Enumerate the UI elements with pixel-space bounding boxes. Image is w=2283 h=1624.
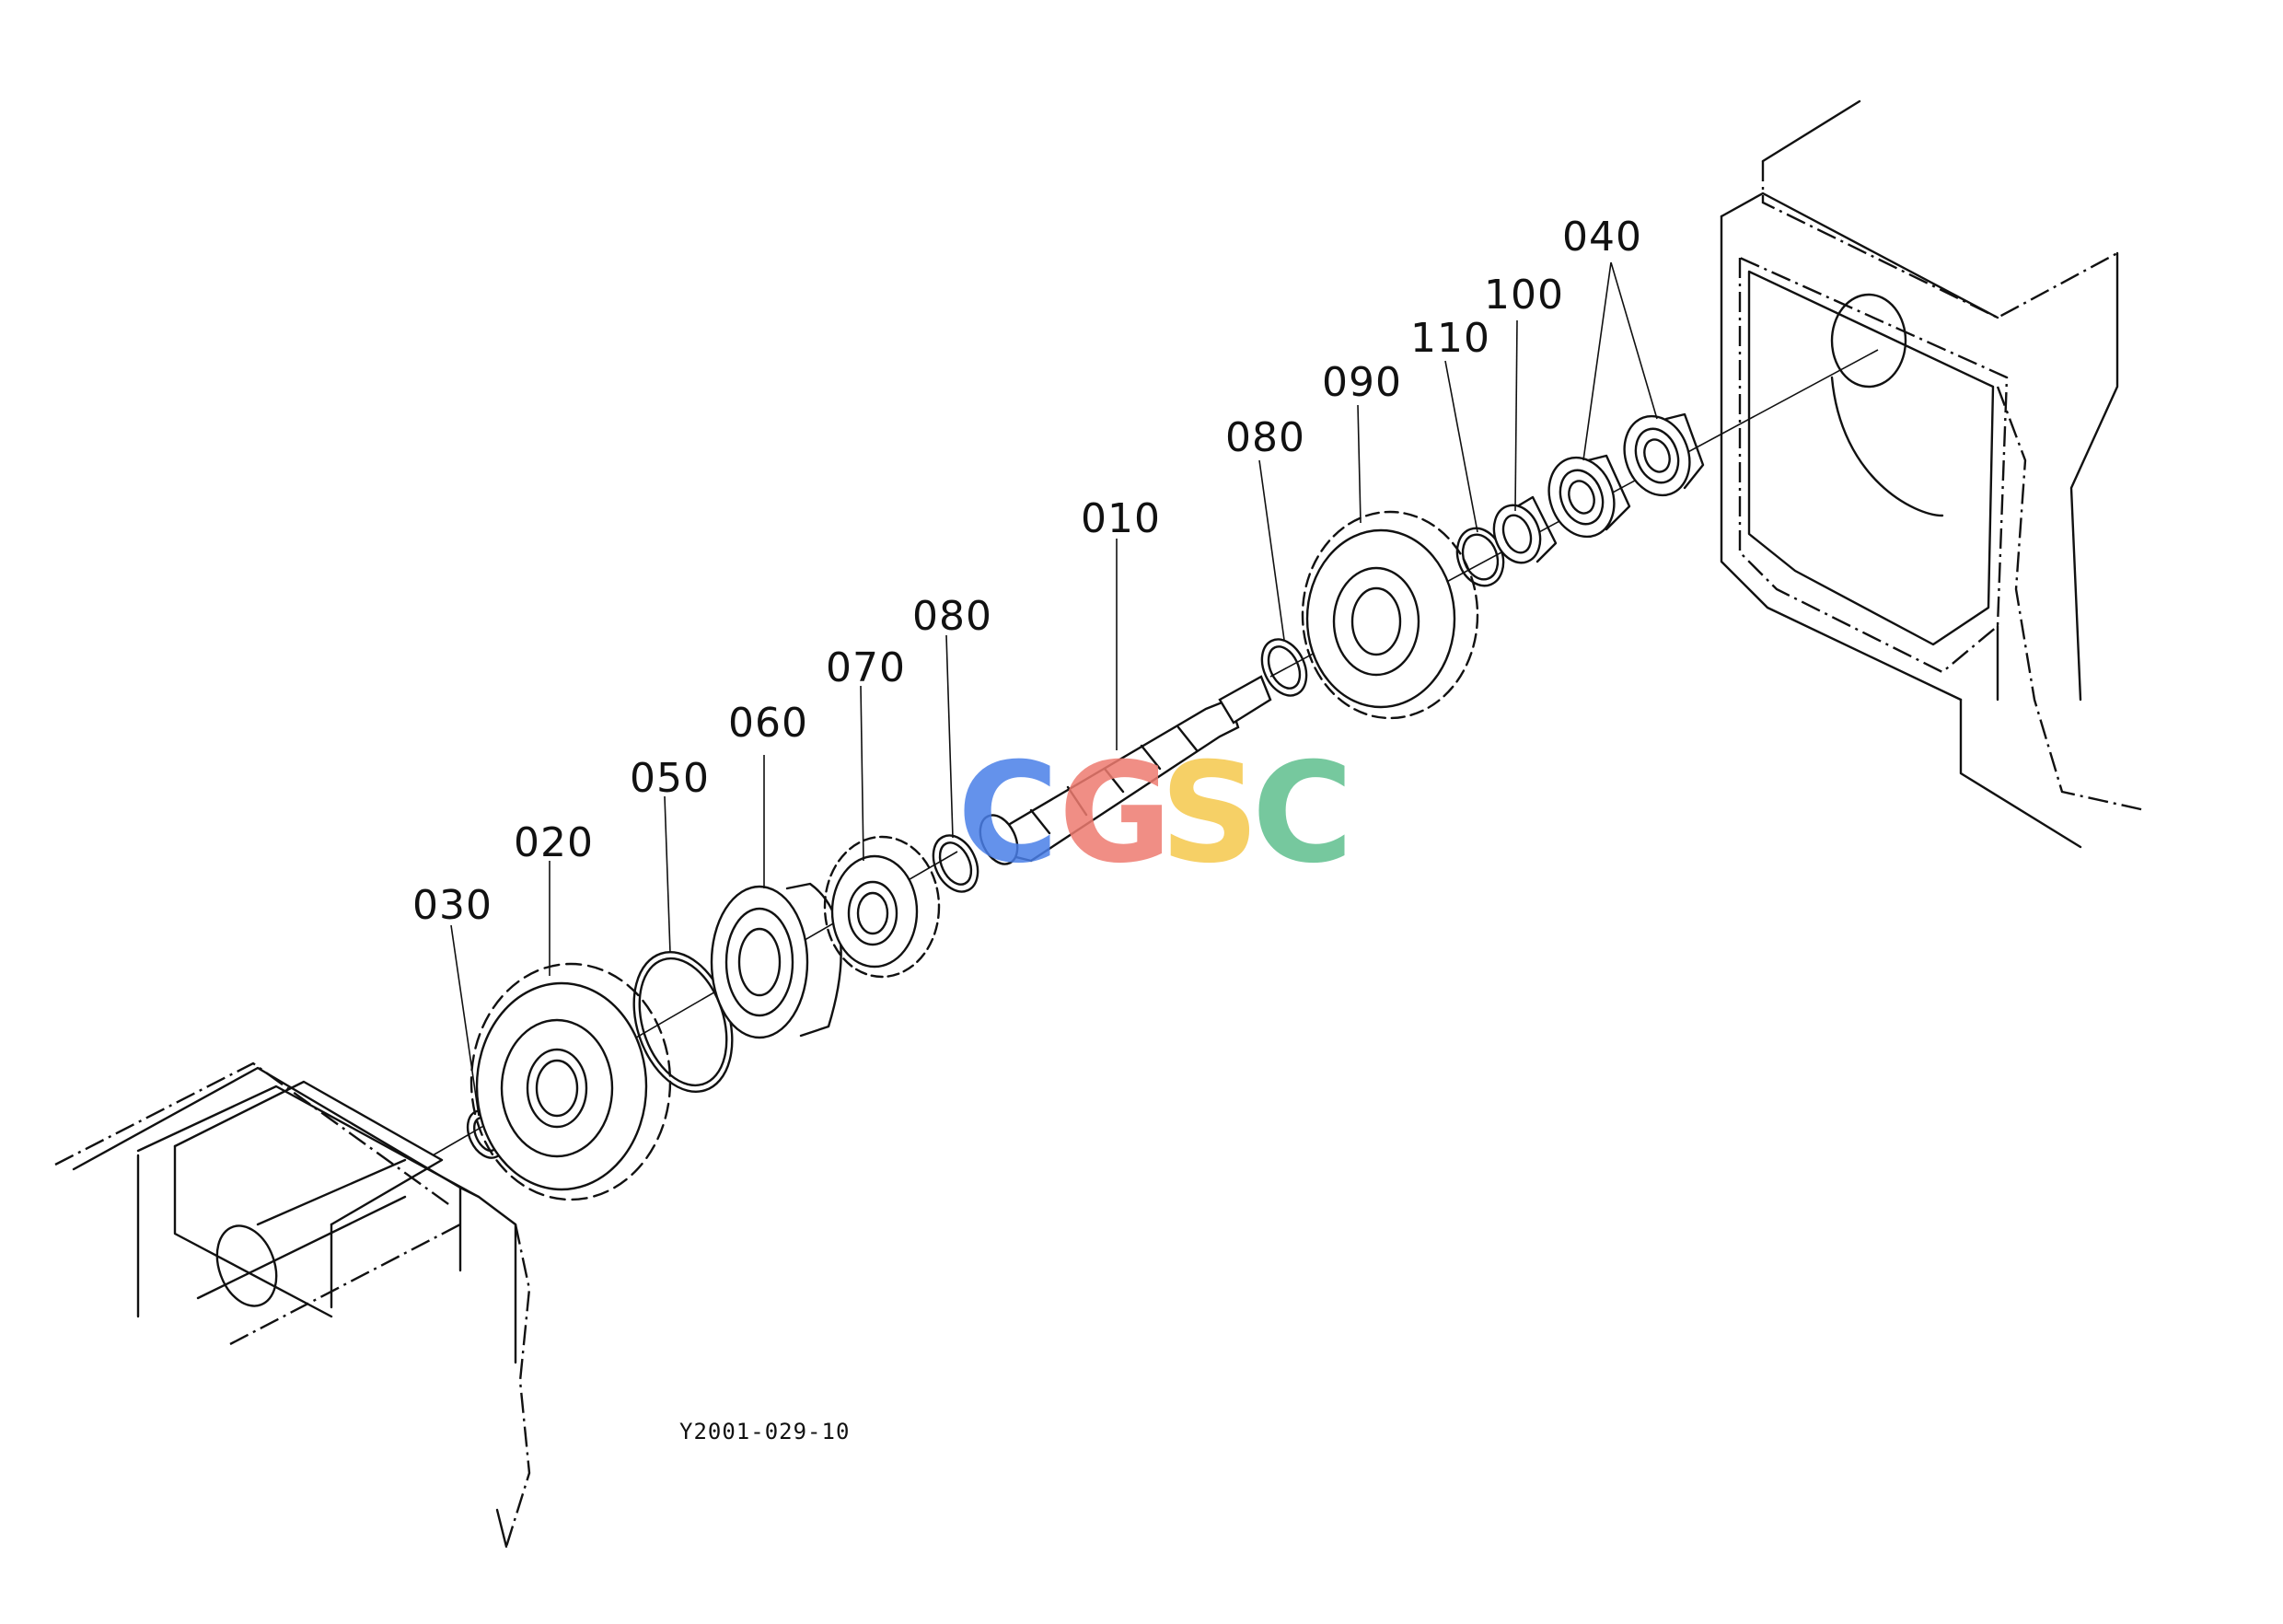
figure-id: Y2001-029-10 bbox=[679, 1419, 850, 1444]
left-housing bbox=[54, 1061, 531, 1549]
callout-050: 050 bbox=[630, 755, 710, 802]
watermark-letter: C bbox=[957, 734, 1059, 894]
callout-100: 100 bbox=[1484, 272, 1564, 319]
gear-090 bbox=[1301, 510, 1479, 720]
callout-010: 010 bbox=[1081, 495, 1161, 542]
bearing-060 bbox=[710, 882, 842, 1039]
right-housing bbox=[1720, 99, 2146, 849]
circlip-080-right bbox=[1260, 638, 1308, 697]
watermark-letter: C bbox=[1252, 734, 1353, 894]
callout-labels: 030 020 050 060 070 080 010 080 090 110 … bbox=[412, 214, 1642, 929]
watermark: C G S C bbox=[957, 734, 1353, 894]
callout-030: 030 bbox=[412, 882, 493, 929]
bearing-040-front bbox=[1547, 454, 1631, 539]
leader-lines bbox=[450, 261, 1658, 1117]
callout-090: 090 bbox=[1322, 359, 1402, 406]
callout-080-left: 080 bbox=[912, 593, 992, 640]
circlip-080-left bbox=[932, 834, 979, 893]
watermark-letter: G bbox=[1059, 734, 1172, 894]
gear-070 bbox=[823, 835, 941, 979]
shaft-010 bbox=[979, 675, 1272, 865]
callout-060: 060 bbox=[728, 700, 808, 747]
gear-020 bbox=[469, 962, 672, 1201]
bearing-040-rear bbox=[1623, 412, 1705, 497]
collar-100 bbox=[1492, 495, 1558, 564]
callout-110: 110 bbox=[1410, 315, 1490, 362]
callout-070: 070 bbox=[826, 644, 906, 691]
callout-020: 020 bbox=[514, 819, 594, 866]
watermark-letter: S bbox=[1160, 734, 1259, 894]
callout-080-right: 080 bbox=[1225, 414, 1305, 461]
callout-040: 040 bbox=[1562, 214, 1642, 261]
